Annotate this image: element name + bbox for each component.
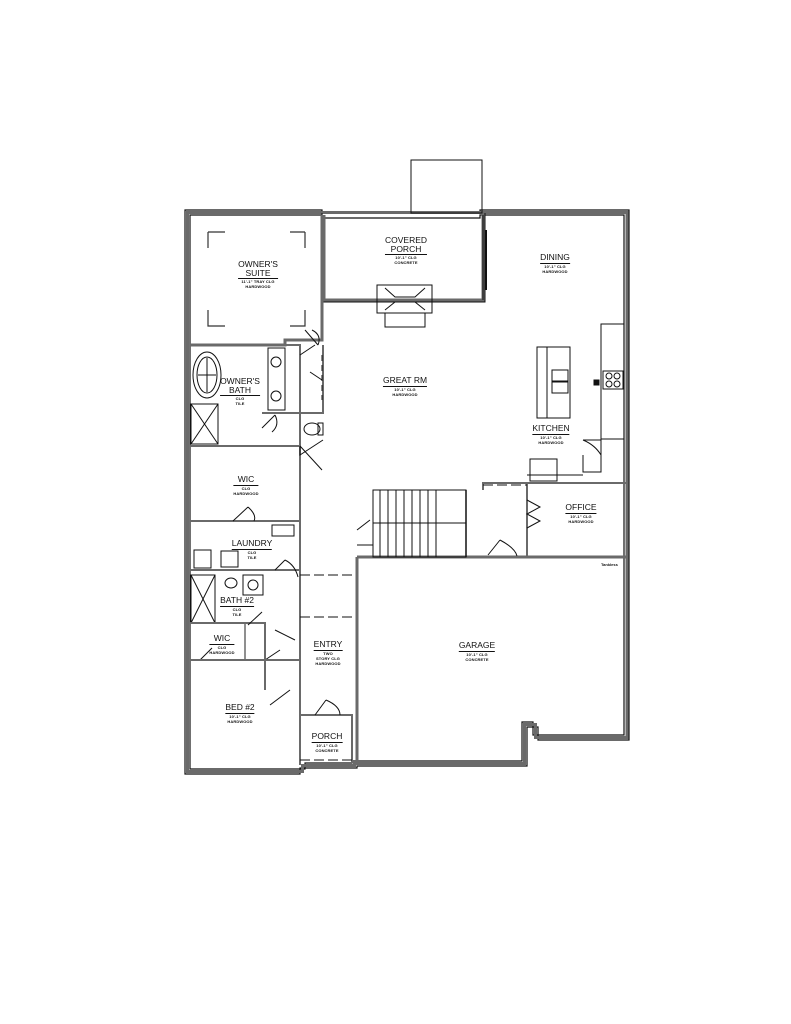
room-name: LAUNDRY [231, 538, 273, 550]
room-name: KITCHEN [532, 423, 570, 435]
room-name: OWNER'S [220, 376, 260, 386]
room-spec: CLG [241, 485, 251, 491]
toilet-icon [303, 422, 324, 436]
room-spec: CLG [247, 549, 257, 555]
room-spec: HARDWOOD [392, 391, 418, 397]
room-spec: HARDWOOD [227, 718, 253, 724]
room-name: GREAT RM [382, 375, 428, 387]
room-spec: 11'-1" TRAY CLG [241, 279, 275, 284]
room-spec: HARDWOOD [542, 268, 568, 274]
kitchen-island [536, 346, 571, 419]
room-spec: TILE [232, 611, 242, 617]
room-spec: TILE [247, 554, 257, 560]
room-spec: HARDWOOD [245, 284, 271, 289]
room-spec: HARDWOOD [233, 490, 259, 496]
shower-icon-2 [190, 574, 216, 624]
room-spec: CONCRETE [394, 260, 418, 265]
room-spec: CLG [217, 644, 227, 650]
room-spec: HARDWOOD [315, 660, 341, 666]
room-spec: TILE [235, 401, 245, 406]
room-name: WIC [233, 475, 259, 486]
note-tankless: Tankless [601, 562, 618, 567]
room-spec: CONCRETE [315, 747, 339, 753]
stairs-icon [372, 489, 467, 558]
room-name: GARAGE [458, 640, 496, 652]
room-spec: 10'-1" CLG [395, 255, 417, 260]
kitchen-counter [593, 323, 625, 440]
room-name-line2: PORCH [384, 244, 428, 255]
room-name: WIC [209, 634, 235, 645]
room-name: PORCH [311, 731, 343, 743]
room-spec: HARDWOOD [568, 518, 594, 524]
room-name: COVERED [384, 235, 428, 245]
room-name: OWNER'S [238, 259, 278, 269]
room-spec: STORY CLG [316, 655, 340, 661]
shower-icon [190, 403, 219, 445]
room-spec: CLG [235, 396, 245, 401]
room-spec: 10'-1" CLG [466, 651, 488, 657]
room-spec: 10'-1" CLG [394, 386, 416, 392]
room-spec: CONCRETE [465, 656, 489, 662]
room-spec: 10'-1" CLG [316, 742, 338, 748]
room-name: OFFICE [565, 502, 597, 514]
bathtub-icon [192, 351, 222, 399]
room-spec: HARDWOOD [209, 649, 235, 655]
room-spec: 10'-1" CLG [570, 513, 592, 519]
fireplace-icon [376, 284, 433, 328]
room-name: ENTRY [313, 639, 343, 651]
room-name: DINING [540, 252, 570, 264]
room-name: BATH #2 [220, 595, 254, 607]
sink-icon [267, 347, 286, 411]
room-spec: 10'-1" CLG [540, 434, 562, 440]
room-spec: HARDWOOD [538, 439, 564, 445]
room-spec: 10'-1" CLG [229, 713, 251, 719]
room-spec: 10'-1" CLG [544, 263, 566, 269]
room-spec: CLG [232, 606, 242, 612]
room-name-line2: SUITE [238, 268, 278, 279]
room-spec: TWO [323, 650, 333, 656]
room-name-line2: BATH [220, 385, 260, 396]
room-name: BED #2 [225, 702, 255, 714]
